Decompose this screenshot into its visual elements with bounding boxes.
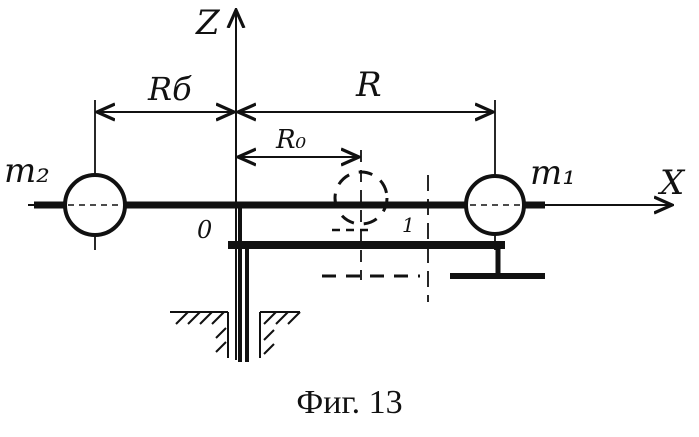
rb-label: Rб <box>147 70 192 108</box>
figure-caption: Фиг. 13 <box>0 384 699 422</box>
z-axis-label: Z <box>195 3 221 43</box>
x-axis-label: X <box>657 163 686 203</box>
point-1-label: 1 <box>402 213 415 237</box>
origin-label: 0 <box>197 216 212 244</box>
mass-m2-label: m₂ <box>4 151 50 191</box>
r0-label: R₀ <box>275 125 307 155</box>
mass-m1-label: m₁ <box>530 153 576 193</box>
r-label: R <box>355 65 382 105</box>
